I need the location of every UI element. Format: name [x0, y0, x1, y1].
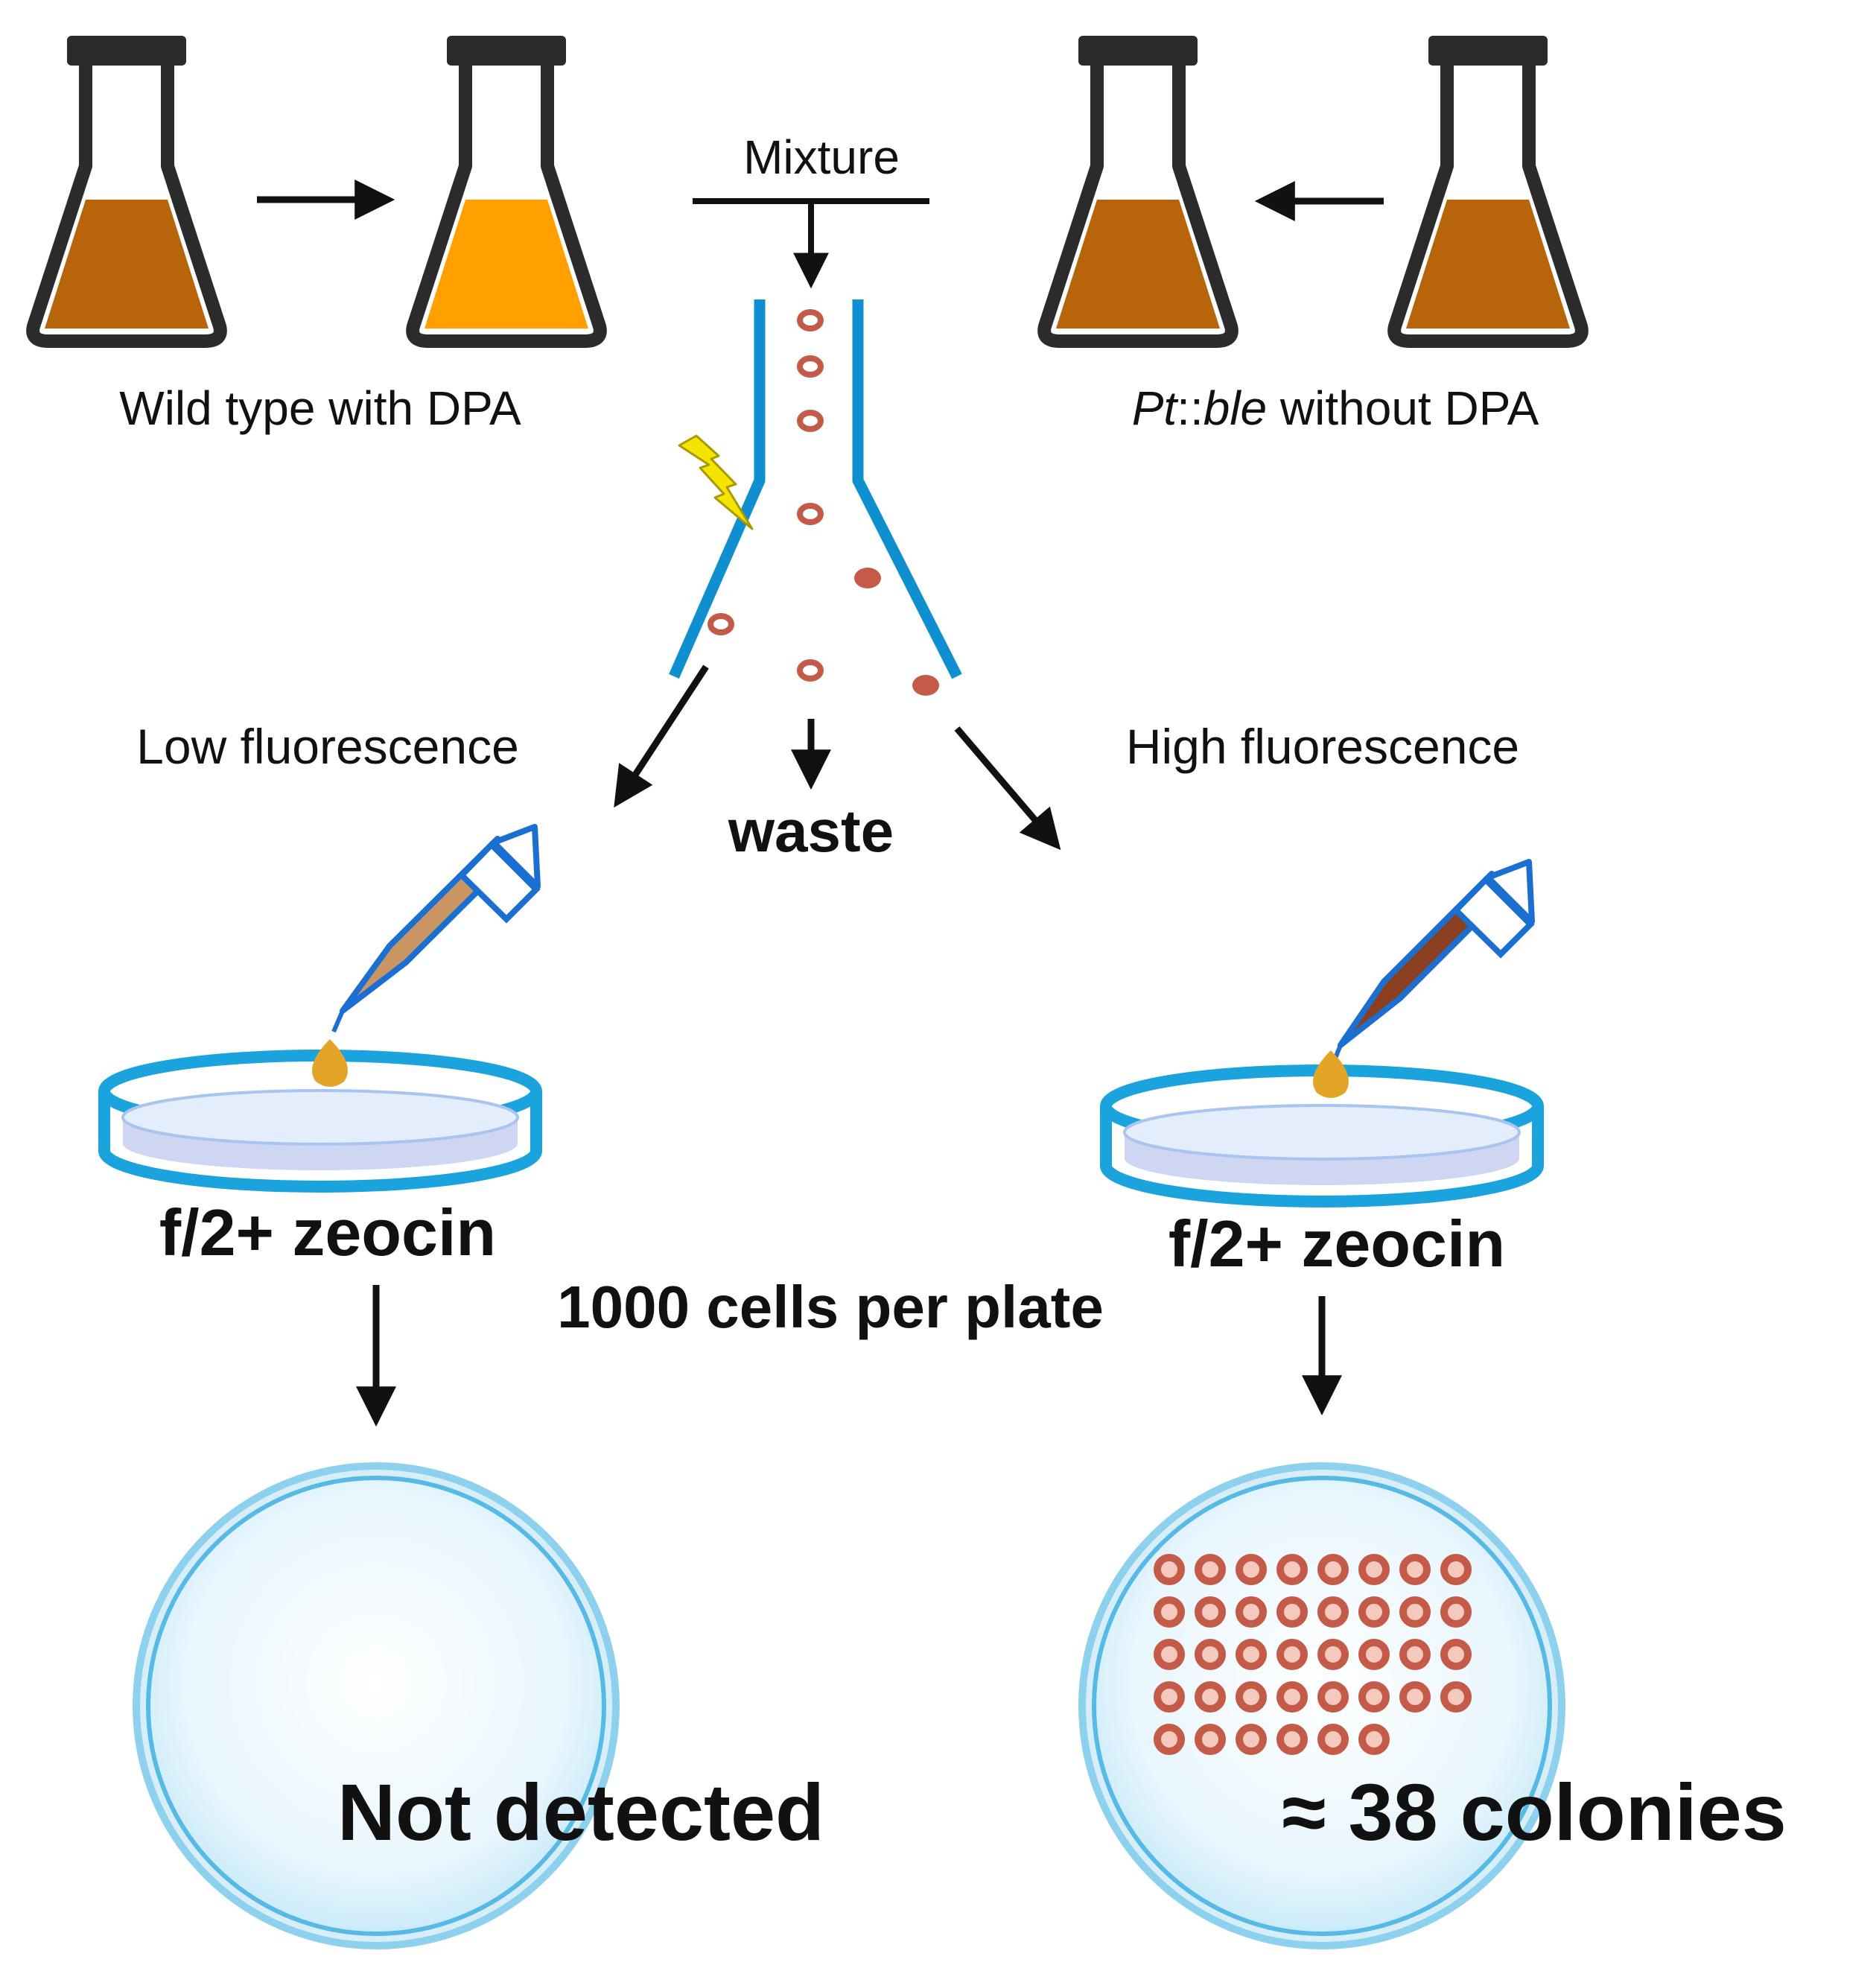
cell-ring: [708, 613, 734, 635]
lightning-icon: [678, 434, 754, 530]
colony-dot: [1154, 1639, 1185, 1670]
arrow-low-fluorescence: [614, 664, 709, 808]
colony-dot: [1236, 1681, 1267, 1713]
colony-dot: [1440, 1596, 1472, 1628]
colony-dot: [1399, 1596, 1431, 1628]
cell-ring: [797, 309, 824, 331]
colony-dot: [1399, 1554, 1431, 1585]
colony-dot: [1154, 1596, 1185, 1628]
colony-dot: [1317, 1596, 1349, 1628]
mutant-label: Pt::ble without DPA: [1132, 381, 1539, 435]
colony-dot: [1440, 1639, 1472, 1670]
flask-wild-type-2: [413, 36, 600, 341]
colony-dot: [1276, 1724, 1308, 1755]
wild-type-label: Wild type with DPA: [119, 381, 521, 435]
colony-dot: [1440, 1554, 1472, 1585]
colony-dot: [1236, 1596, 1267, 1628]
flask-mutant-1: [1044, 36, 1232, 341]
colony-dot: [1195, 1639, 1226, 1670]
colony-dot: [1195, 1554, 1226, 1585]
colony-dot: [1276, 1554, 1308, 1585]
colony-dot: [1399, 1639, 1431, 1670]
mixture-label: Mixture: [743, 130, 900, 184]
cell-ring: [797, 410, 824, 432]
colony-dot: [1317, 1724, 1349, 1755]
colony-dot: [1195, 1724, 1226, 1755]
low-fluorescence-label: Low fluorescence: [136, 719, 519, 774]
cell-ring: [797, 659, 824, 682]
waste-label: waste: [728, 798, 894, 864]
cell-solid: [854, 568, 881, 588]
colony-dot: [1358, 1681, 1390, 1713]
arrow-high-fluorescence: [954, 726, 1061, 851]
mutant-label-italic-1: Pt: [1132, 381, 1179, 435]
colony-dot: [1154, 1554, 1185, 1585]
cell-ring: [797, 355, 824, 378]
colony-dot: [1358, 1596, 1390, 1628]
mutant-label-rest: without DPA: [1267, 381, 1539, 435]
result-left-label: Not detected: [337, 1767, 824, 1857]
mutant-label-sep: ::: [1177, 381, 1203, 435]
colony-dot: [1236, 1639, 1267, 1670]
colony-dot: [1358, 1639, 1390, 1670]
colony-dot: [1236, 1724, 1267, 1755]
colony-dot: [1317, 1639, 1349, 1670]
cell-ring: [797, 503, 824, 525]
colony-dot: [1236, 1554, 1267, 1585]
colony-grid: [1154, 1554, 1472, 1755]
result-right-label: ≈ 38 colonies: [1282, 1767, 1787, 1857]
plate-label-right: f/2+ zeocin: [1168, 1207, 1505, 1280]
colony-dot: [1154, 1681, 1185, 1713]
plate-label-left: f/2+ zeocin: [159, 1196, 496, 1269]
high-fluorescence-label: High fluorescence: [1126, 719, 1519, 774]
result-dish-left: [133, 1462, 620, 1949]
colony-dot: [1358, 1554, 1390, 1585]
colony-dot: [1276, 1596, 1308, 1628]
colony-dot: [1276, 1681, 1308, 1713]
colony-dot: [1399, 1681, 1431, 1713]
pipette-icon-left: [331, 824, 541, 1033]
flask-wild-type-1: [33, 36, 220, 341]
colony-dot: [1195, 1596, 1226, 1628]
colony-dot: [1276, 1639, 1308, 1670]
sorter-nozzle-icon: [669, 299, 962, 679]
colony-dot: [1440, 1681, 1472, 1713]
flask-mutant-2: [1394, 36, 1582, 341]
colony-dot: [1358, 1724, 1390, 1755]
colony-dot: [1195, 1681, 1226, 1713]
sorter-cells: [708, 309, 939, 696]
petri-dish-icon-right: [1100, 1050, 1544, 1207]
cell-solid: [912, 675, 939, 696]
petri-dish-icon-left: [98, 1039, 542, 1193]
pipette-icon-right: [1331, 859, 1535, 1065]
colony-dot: [1317, 1554, 1349, 1585]
mutant-label-italic-2: ble: [1203, 381, 1267, 435]
cells-per-plate-label: 1000 cells per plate: [557, 1274, 1104, 1340]
colony-dot: [1317, 1681, 1349, 1713]
colony-dot: [1154, 1724, 1185, 1755]
